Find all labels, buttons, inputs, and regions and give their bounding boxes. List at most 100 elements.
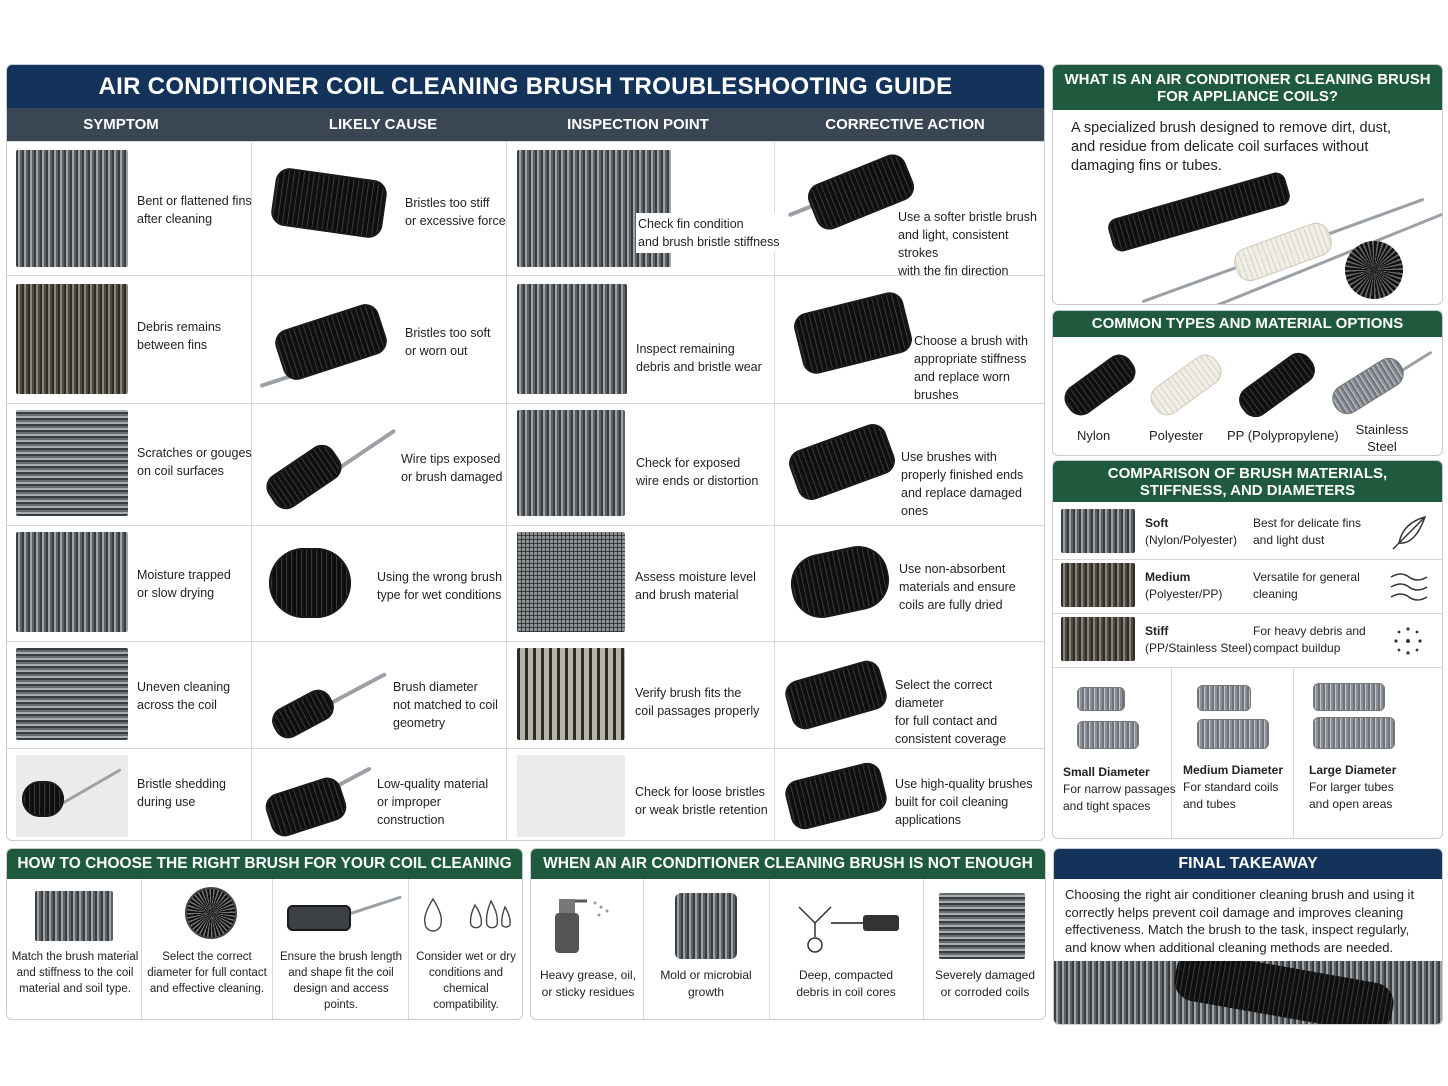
non-absorbent-brush-image xyxy=(785,536,895,630)
takeaway-body: Choosing the right air conditioner clean… xyxy=(1065,887,1415,955)
scratched-coil-photo xyxy=(16,410,128,516)
loose-bristles-photo xyxy=(517,755,625,837)
stiff-brush-image xyxy=(265,164,395,244)
type-stainless-label: Stainless Steel xyxy=(1355,422,1409,454)
nylon-brush-image xyxy=(1059,349,1143,421)
coil-passages-photo xyxy=(517,648,625,740)
distortion-photo xyxy=(517,410,625,516)
what-is-panel: WHAT IS AN AIR CONDITIONER CLEANING BRUS… xyxy=(1052,64,1443,305)
damaged-brush-image xyxy=(261,418,401,515)
pp-brush-image xyxy=(1233,347,1323,423)
types-title: COMMON TYPES AND MATERIAL OPTIONS xyxy=(1053,311,1442,337)
type-nylon-label: Nylon xyxy=(1077,428,1111,443)
type-polyester-label: Polyester xyxy=(1149,428,1204,443)
not-enough-item-1: Heavy grease, oil,or sticky residues xyxy=(539,968,637,999)
choose-title: HOW TO CHOOSE THE RIGHT BRUSH FOR YOUR C… xyxy=(7,849,522,902)
debris-fins-photo xyxy=(16,284,128,394)
corroded-coil-image xyxy=(939,893,1025,959)
shedding-brush-photo xyxy=(16,755,128,837)
soft-bristle-sample xyxy=(1061,509,1135,553)
stiff-bristle-sample xyxy=(1061,617,1135,661)
takeaway-panel: FINAL TAKEAWAY Choosing the right air co… xyxy=(1053,848,1443,1025)
takeaway-title: FINAL TAKEAWAY xyxy=(1054,849,1442,879)
quality-brush-image xyxy=(782,759,890,835)
stiff-material: Stiff(PP/Stainless Steel) xyxy=(1145,624,1252,655)
correct-diameter-brush-image xyxy=(782,654,890,738)
stainless-brush-image xyxy=(1326,347,1437,420)
low-quality-brush-image xyxy=(262,759,375,840)
not-enough-title: WHEN AN AIR CONDITIONER CLEANING BRUSH I… xyxy=(531,849,1045,879)
burst-icon xyxy=(1394,627,1422,655)
bent-fins-photo xyxy=(16,150,128,267)
medium-material: Medium(Polyester/PP) xyxy=(1145,570,1223,601)
spray-bottle-icon xyxy=(555,899,609,953)
troubleshooting-guide: AIR CONDITIONER COIL CLEANING BRUSH TROU… xyxy=(6,64,1045,841)
small-diameter-brush-image xyxy=(265,656,395,744)
col-inspection: INSPECTION POINT xyxy=(567,116,709,133)
col-action: CORRECTIVE ACTION xyxy=(825,116,985,133)
not-enough-panel: WHEN AN AIR CONDITIONER CLEANING BRUSH I… xyxy=(530,848,1046,1020)
coil-material-image xyxy=(35,891,113,941)
col-symptom: SYMPTOM xyxy=(83,116,159,133)
moisture-level-photo xyxy=(517,532,625,632)
finished-brush-image xyxy=(785,418,899,508)
choose-panel: HOW TO CHOOSE THE RIGHT BRUSH FOR YOUR C… xyxy=(6,848,523,1020)
waves-icon xyxy=(1390,573,1428,601)
medium-bristle-sample xyxy=(1061,563,1135,607)
mold-coil-image xyxy=(675,893,737,959)
col-cause: LIKELY CAUSE xyxy=(328,116,438,133)
moisture-coil-photo xyxy=(16,532,128,632)
what-is-body: A specialized brush designed to remove d… xyxy=(1071,120,1391,174)
column-headers: SYMPTOM LIKELY CAUSE INSPECTION POINT CO… xyxy=(7,108,1044,141)
large-diameter-brush-image xyxy=(1309,681,1429,753)
wet-dry-drops-icon xyxy=(423,897,511,932)
type-pp-label: PP (Polypropylene) xyxy=(1227,428,1339,443)
medium-diameter-brush-image xyxy=(1193,683,1293,753)
polyester-brush-image xyxy=(1145,349,1229,421)
round-brush-image xyxy=(263,540,359,626)
diameter-gauge-icon xyxy=(185,887,237,939)
coil-cleaning-photo xyxy=(1054,961,1442,1024)
what-is-title: WHAT IS AN AIR CONDITIONER CLEANING BRUS… xyxy=(1053,65,1442,110)
round-wire-brush-image xyxy=(1345,241,1403,299)
guide-title: AIR CONDITIONER COIL CLEANING BRUSH TROU… xyxy=(7,65,1044,108)
deep-debris-icon xyxy=(798,906,899,953)
uneven-coil-photo xyxy=(16,648,128,740)
replacement-brush-image xyxy=(791,288,917,380)
